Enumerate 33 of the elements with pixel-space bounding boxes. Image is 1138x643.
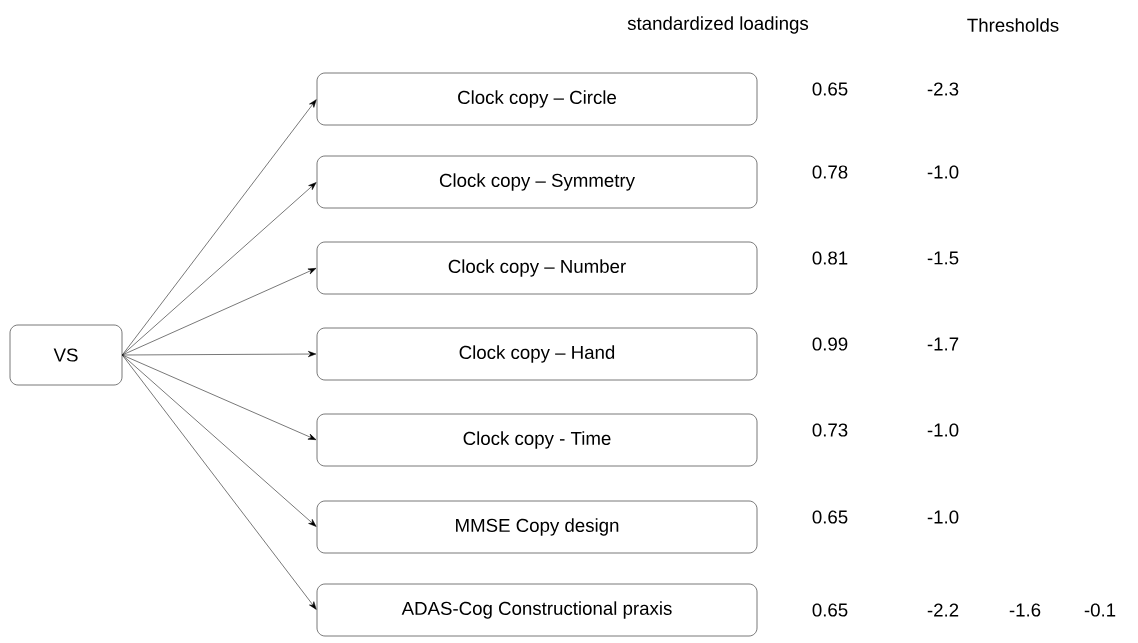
variable-box: Clock copy – Number [316, 241, 758, 295]
loading-value: 0.65 [812, 82, 848, 96]
loading-value: 0.81 [812, 251, 848, 265]
column-header: Thresholds [967, 18, 1059, 32]
variable-box: Clock copy – Hand [316, 327, 758, 381]
variable-box: MMSE Copy design [316, 500, 758, 554]
arrow [122, 354, 317, 527]
threshold-value: -1.0 [927, 423, 959, 437]
threshold-value: -1.0 [927, 165, 959, 179]
column-header: standardized loadings [627, 16, 809, 34]
threshold-value: -1.7 [927, 337, 959, 351]
loading-value: 0.65 [812, 603, 848, 617]
threshold-value: -1.0 [927, 510, 959, 524]
arrow [122, 354, 317, 610]
variable-box: Clock copy – Symmetry [316, 155, 758, 209]
arrow [122, 351, 317, 358]
arrow [122, 268, 317, 356]
threshold-value: -2.3 [927, 82, 959, 96]
arrow [122, 182, 317, 356]
loading-value: 0.99 [812, 337, 848, 351]
arrow [122, 354, 317, 440]
arrow [122, 99, 317, 356]
variable-box: ADAS-Cog Constructional praxis [316, 583, 758, 637]
factor-box: VS [9, 324, 123, 386]
threshold-value: -1.6 [1009, 603, 1041, 617]
loading-value: 0.65 [812, 510, 848, 524]
variable-box: Clock copy - Time [316, 413, 758, 467]
threshold-value: -0.1 [1084, 603, 1116, 617]
threshold-value: -1.5 [927, 251, 959, 265]
threshold-value: -2.2 [927, 603, 959, 617]
variable-box: Clock copy – Circle [316, 72, 758, 126]
loading-value: 0.73 [812, 423, 848, 437]
loading-value: 0.78 [812, 165, 848, 179]
